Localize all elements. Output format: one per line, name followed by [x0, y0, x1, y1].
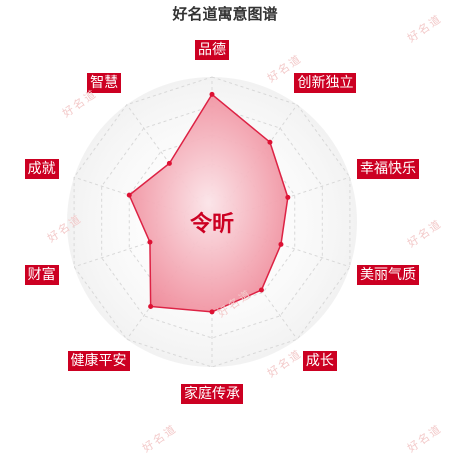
grid-ring-5 [73, 76, 351, 368]
axis-label-4: 成长 [302, 351, 337, 372]
center-name: 令昕 [190, 212, 235, 237]
chart-title: 好名道寓意图谱 [172, 5, 278, 23]
data-point-成就 [126, 192, 132, 198]
data-point-成长 [258, 287, 264, 293]
data-point-智慧 [166, 160, 172, 166]
data-point-幸福快乐 [285, 194, 291, 200]
axis-label-7: 财富 [24, 265, 59, 286]
axis-label-0: 品德 [195, 40, 229, 60]
data-point-品德 [209, 91, 215, 97]
axis-label-6: 健康平安 [67, 351, 130, 372]
data-point-创新独立 [267, 139, 273, 145]
data-point-美丽气质 [278, 241, 284, 247]
data-point-财富 [147, 239, 153, 245]
axis-label-8: 成就 [24, 158, 59, 179]
data-point-健康平安 [148, 303, 154, 309]
axis-label-3: 美丽气质 [356, 265, 419, 286]
axis-label-2: 幸福快乐 [356, 158, 419, 179]
axis-label-5: 家庭传承 [181, 384, 243, 404]
axis-label-1: 创新独立 [294, 72, 357, 93]
data-point-家庭传承 [209, 309, 215, 315]
axis-label-9: 智慧 [87, 72, 122, 93]
